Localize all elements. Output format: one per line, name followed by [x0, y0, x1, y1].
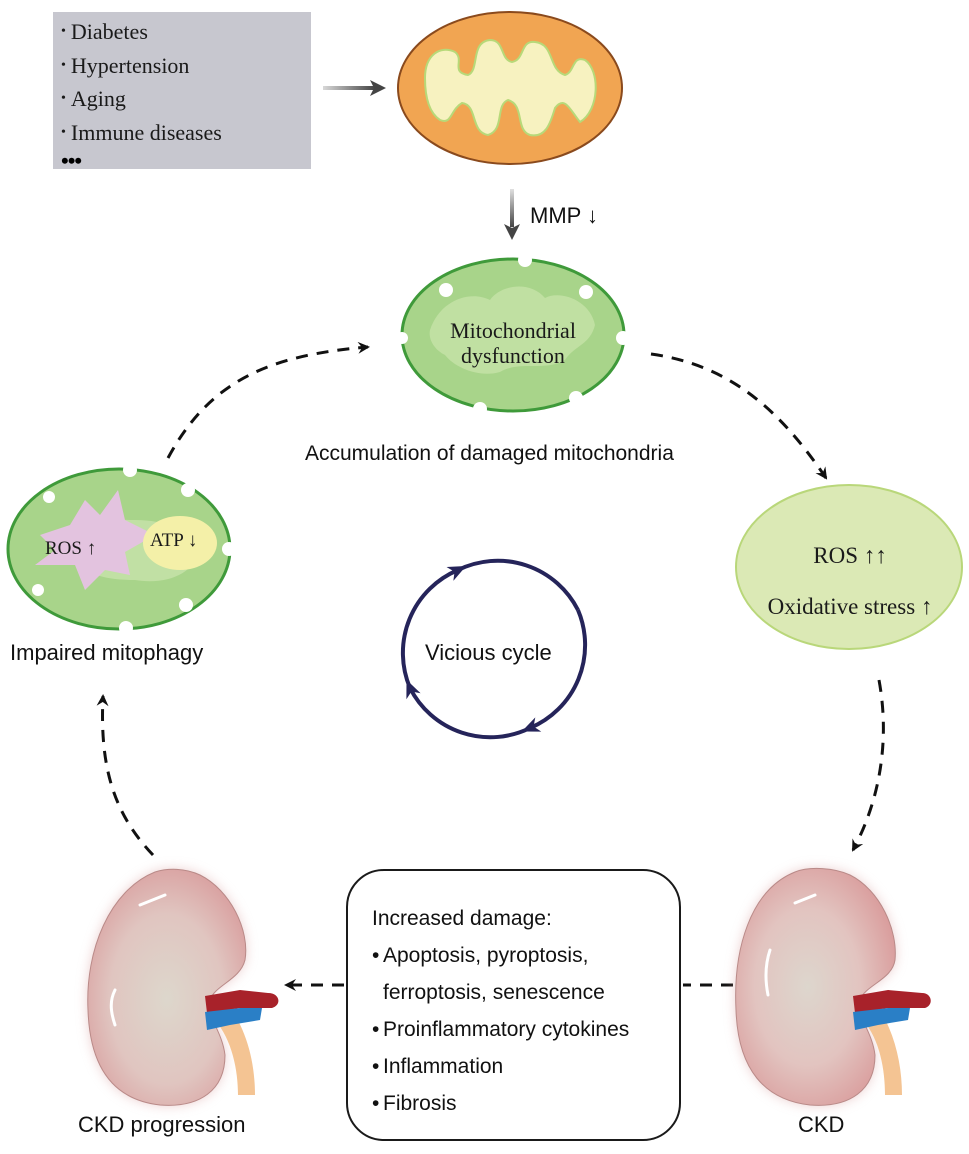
dysfunction-label: Mitochondrial dysfunction — [433, 318, 593, 368]
vicious-cycle-label: Vicious cycle — [425, 640, 552, 665]
damaged-mitochondrion-icon — [396, 253, 630, 416]
healthy-mitochondrion-icon — [397, 11, 623, 165]
risk-factor-item: Diabetes — [61, 17, 311, 51]
mmp-label: MMP ↓ — [530, 203, 599, 228]
kidney-ckd-progression-icon — [87, 868, 279, 1106]
kidney-ckd-icon — [735, 867, 931, 1106]
damage-heading: Increased damage: — [372, 907, 552, 930]
risk-factors-box: Diabetes Hypertension Aging Immune disea… — [53, 12, 311, 173]
dysfunction-line-2: dysfunction — [461, 343, 565, 368]
impaired-mitophagy-caption: Impaired mitophagy — [10, 640, 204, 665]
increased-damage-box: Increased damage: •Apoptosis, pyroptosis… — [346, 869, 681, 1141]
damage-item: •Inflammation — [372, 1055, 504, 1078]
risk-to-mito-arrow — [323, 80, 386, 96]
mitophagy-ros-label: ROS ↑ — [45, 538, 97, 559]
risk-factor-ellipsis: ••• — [61, 148, 82, 173]
accumulation-caption: Accumulation of damaged mitochondria — [305, 442, 674, 465]
mitophagy-atp-label: ATP ↓ — [150, 530, 198, 551]
damage-item: •Apoptosis, pyroptosis, — [372, 944, 589, 967]
risk-factor-item: Hypertension — [61, 51, 311, 85]
damage-item: •Fibrosis — [372, 1092, 457, 1115]
ckd-caption: CKD — [798, 1112, 845, 1137]
dysfunction-to-ros-arrow — [650, 352, 828, 480]
oxidative-stress-label: Oxidative stress ↑ — [767, 594, 933, 619]
ros-stress-ellipse — [735, 484, 963, 650]
ros-increase-label: ROS ↑↑ — [813, 543, 887, 568]
risk-factor-item: Aging — [61, 84, 311, 118]
damage-item: •Proinflammatory cytokines — [372, 1018, 630, 1041]
damage-item-continuation: ferroptosis, senescence — [383, 981, 605, 1004]
risk-factor-item: Immune diseases — [61, 118, 311, 152]
progression-to-mitophagy-arrow — [96, 694, 155, 857]
vicious-cycle-circle — [400, 558, 588, 740]
ckd-progression-caption: CKD progression — [78, 1112, 246, 1137]
mitophagy-to-dysfunction-arrow — [166, 341, 370, 459]
impaired-mitophagy-mitochondrion-icon — [6, 463, 236, 635]
dysfunction-line-1: Mitochondrial — [450, 318, 576, 343]
ros-to-ckd-arrow — [851, 679, 885, 852]
ros-stress-label: ROS ↑↑ Oxidative stress ↑ — [740, 530, 960, 632]
mmp-arrow — [504, 189, 520, 240]
